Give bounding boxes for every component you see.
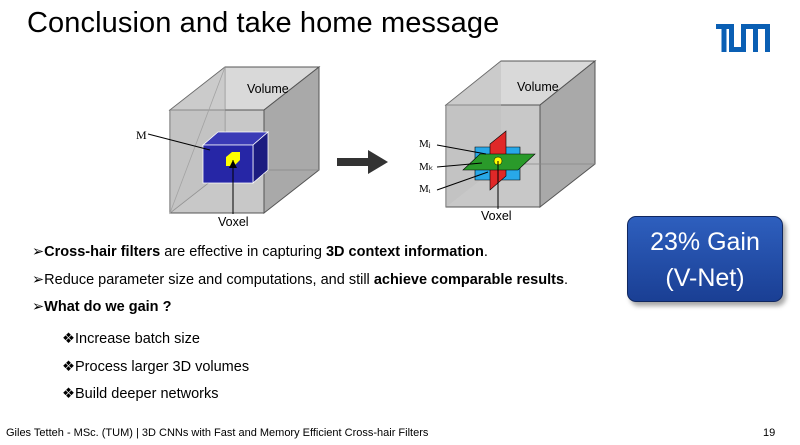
sub-bullet-larger-volumes: ❖Process larger 3D volumes bbox=[62, 359, 250, 375]
sub-bullet-batch-size: ❖Increase batch size bbox=[62, 331, 200, 347]
bullet-cross-hair: ➢Cross-hair filters are effective in cap… bbox=[32, 244, 488, 260]
gain-model: (V-Net) bbox=[665, 264, 745, 292]
gain-callout-box: 23% Gain (V-Net) bbox=[627, 216, 783, 302]
transform-arrow bbox=[337, 150, 388, 174]
left-volume-label: Volume bbox=[247, 82, 289, 96]
slide-footer: Giles Tetteh - MSc. (TUM) | 3D CNNs with… bbox=[6, 427, 429, 439]
page-number: 19 bbox=[763, 427, 776, 439]
right-voxel-label: Voxel bbox=[481, 209, 512, 223]
bullet-reduce-params: ➢Reduce parameter size and computations,… bbox=[32, 272, 569, 288]
arrow-bullet-icon: ➢ bbox=[32, 244, 45, 260]
arrow-bullet-icon: ➢ bbox=[32, 272, 45, 288]
left-volume-cube bbox=[147, 65, 321, 215]
sub-bullet-deeper-networks: ❖Build deeper networks bbox=[62, 386, 219, 402]
cross-hair-figure bbox=[147, 59, 597, 215]
diamond-bullet-icon: ❖ bbox=[62, 359, 75, 375]
mi-label: Mᵢ bbox=[419, 183, 431, 195]
arrow-bullet-icon: ➢ bbox=[32, 299, 45, 315]
right-volume-label: Volume bbox=[517, 80, 559, 94]
mk-label: Mₖ bbox=[419, 161, 434, 173]
mj-label: Mⱼ bbox=[419, 138, 431, 150]
left-voxel-label: Voxel bbox=[218, 215, 249, 229]
right-volume-cube bbox=[436, 59, 597, 209]
gain-percent: 23% Gain bbox=[650, 228, 760, 256]
bullet-what-gain: ➢What do we gain ? bbox=[32, 299, 172, 315]
left-m-label: M bbox=[136, 128, 147, 142]
slide-title: Conclusion and take home message bbox=[27, 7, 500, 39]
tum-logo bbox=[716, 24, 770, 52]
diamond-bullet-icon: ❖ bbox=[62, 386, 75, 402]
diamond-bullet-icon: ❖ bbox=[62, 331, 75, 347]
